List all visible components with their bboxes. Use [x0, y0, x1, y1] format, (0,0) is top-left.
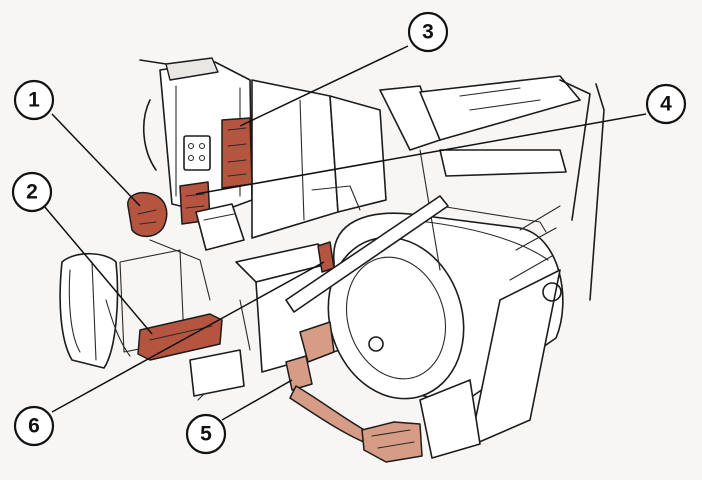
component-3-highlight — [221, 117, 253, 189]
callout-4: 4 — [645, 83, 687, 125]
callout-1-label: 1 — [28, 89, 40, 112]
callout-6: 6 — [13, 405, 55, 447]
callout-2-label: 2 — [26, 181, 38, 204]
sight-bracket — [195, 203, 245, 251]
callout-1: 1 — [13, 79, 55, 121]
detail-linework — [105, 87, 541, 401]
callout-3-label: 3 — [422, 21, 434, 44]
leader-5 — [221, 379, 293, 421]
bulkhead-cabinet — [251, 79, 387, 239]
leader-lines — [43, 45, 647, 421]
right-frame — [379, 75, 605, 459]
callout-5-label: 5 — [200, 423, 212, 446]
diagonal-rod — [285, 195, 449, 313]
leader-6 — [51, 261, 325, 413]
leader-2 — [43, 205, 153, 335]
callout-4-label: 4 — [660, 93, 672, 116]
leader-1 — [51, 113, 141, 207]
component-2-highlight — [137, 313, 223, 361]
callout-2: 2 — [11, 171, 53, 213]
component-5-highlight — [285, 321, 423, 463]
leader-4 — [195, 113, 647, 195]
callout-6-label: 6 — [28, 415, 40, 438]
seat-back — [59, 252, 119, 369]
leader-3 — [239, 45, 409, 127]
callout-3: 3 — [407, 11, 449, 53]
callout-5: 5 — [185, 413, 227, 455]
